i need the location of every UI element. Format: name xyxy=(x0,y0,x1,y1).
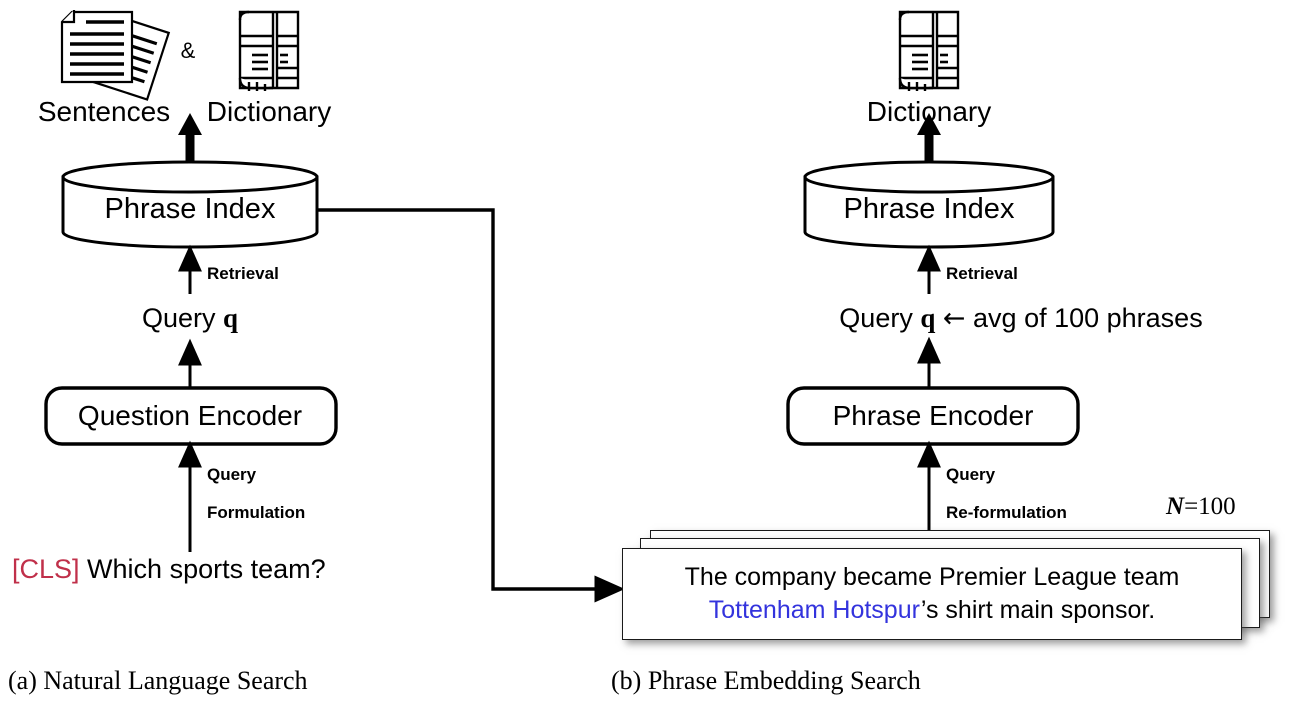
query-word-a: Query xyxy=(141,303,216,333)
arrow-index-to-sources-a xyxy=(178,113,202,164)
n-value: =100 xyxy=(1184,493,1236,520)
phrase-card-text: The company became Premier League team T… xyxy=(675,561,1190,628)
sentences-label: Sentences xyxy=(37,96,171,127)
query-formulation-line1: Query xyxy=(207,465,257,484)
input-question-a: [CLS] Which sports team? xyxy=(12,556,326,583)
n-symbol: N xyxy=(1166,493,1185,520)
n-value-label: N=100 xyxy=(1166,494,1236,519)
phrase-index-cylinder-a xyxy=(61,160,319,249)
query-suffix-b: avg of 100 phrases xyxy=(973,303,1203,333)
question-encoder-label: Question Encoder xyxy=(77,400,303,431)
query-symbol-b: q xyxy=(920,303,936,333)
phrase-index-cylinder-b xyxy=(803,160,1055,249)
retrieval-label-a: Retrieval xyxy=(207,264,279,283)
query-formulation-line2: Formulation xyxy=(207,503,306,522)
ampersand-label: & xyxy=(180,38,196,63)
caption-panel-b: (b) Phrase Embedding Search xyxy=(611,666,921,695)
input-question-text: Which sports team? xyxy=(87,554,326,584)
entity-highlight: Tottenham Hotspur xyxy=(708,596,921,624)
query-reformulation-line2: Re-formulation xyxy=(946,503,1067,522)
book-icon xyxy=(238,10,300,91)
phrase-index-label-a: Phrase Index xyxy=(104,193,276,225)
cls-token: [CLS] xyxy=(12,554,80,584)
documents-icon xyxy=(60,10,171,101)
left-arrow-glyph: ← xyxy=(942,303,966,334)
arrow-index-to-sources-b xyxy=(917,113,941,164)
phrase-index-label-b: Phrase Index xyxy=(843,193,1015,225)
phrase-encoder-label: Phrase Encoder xyxy=(832,400,1034,431)
query-label-b: Query q ← avg of 100 phrases xyxy=(839,303,1203,334)
query-word-b: Query xyxy=(839,303,913,333)
connector-index-to-phrases xyxy=(317,208,625,603)
query-label-a: Query q xyxy=(142,305,238,332)
query-reformulation-line1: Query xyxy=(946,465,996,484)
phrase-card-line1: The company became Premier League team xyxy=(684,562,1180,591)
book-icon-right xyxy=(898,10,960,91)
dictionary-label-b: Dictionary xyxy=(866,96,992,127)
query-symbol-a: q xyxy=(223,303,239,333)
dictionary-label-a: Dictionary xyxy=(206,96,332,127)
phrase-card-stack[interactable]: The company became Premier League team T… xyxy=(622,530,1270,640)
caption-panel-a: (a) Natural Language Search xyxy=(8,666,308,695)
phrase-card-line2-rest: ’s shirt main sponsor. xyxy=(920,596,1156,624)
retrieval-label-b: Retrieval xyxy=(946,264,1018,283)
phrase-card-front[interactable]: The company became Premier League team T… xyxy=(622,548,1242,640)
